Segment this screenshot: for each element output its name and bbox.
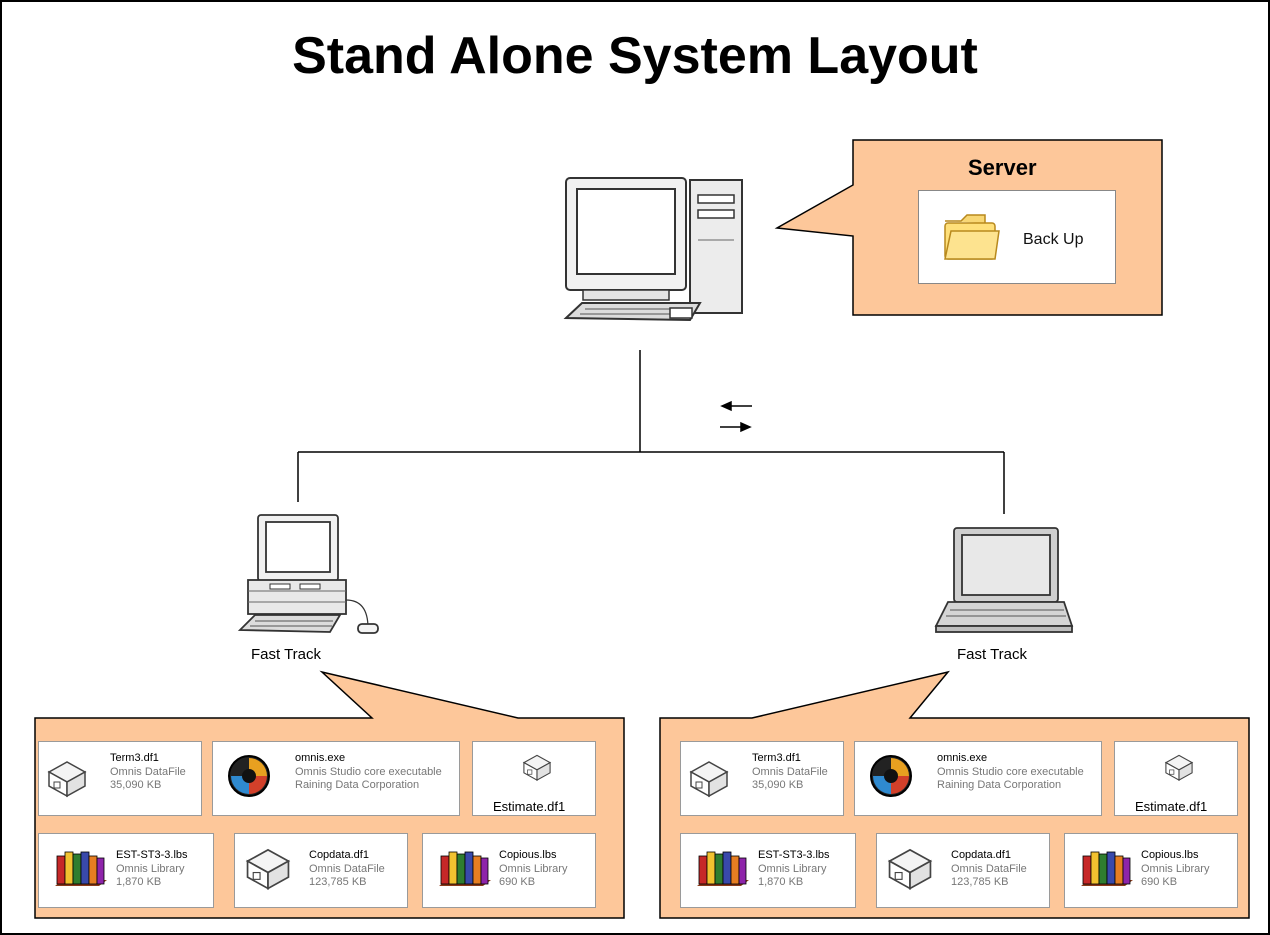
- backup-folder-label: Back Up: [1023, 231, 1084, 248]
- file-name: omnis.exe: [295, 752, 346, 764]
- datafile-icon: [243, 844, 293, 892]
- file-type: Omnis Library: [758, 863, 827, 875]
- file-item[interactable]: Term3.df1 Omnis DataFile 35,090 KB: [680, 741, 844, 816]
- server-title: Server: [968, 155, 1037, 180]
- file-info: 123,785 KB: [309, 876, 367, 888]
- file-name: EST-ST3-3.lbs: [116, 849, 188, 861]
- file-type: Omnis Library: [499, 863, 568, 875]
- file-item[interactable]: Estimate.df1: [472, 741, 596, 816]
- file-item[interactable]: Copdata.df1 Omnis DataFile 123,785 KB: [876, 833, 1050, 908]
- file-name: Copious.lbs: [499, 849, 557, 861]
- file-info: Raining Data Corporation: [937, 779, 1062, 791]
- file-name: Copious.lbs: [1141, 849, 1199, 861]
- file-item[interactable]: EST-ST3-3.lbs Omnis Library 1,870 KB: [38, 833, 214, 908]
- file-type: Omnis Studio core executable: [295, 766, 442, 778]
- file-type: Omnis DataFile: [752, 766, 828, 778]
- data-sync-arrows-icon: [720, 400, 752, 433]
- backup-folder-item[interactable]: Back Up: [918, 190, 1116, 284]
- file-type: Omnis DataFile: [110, 766, 186, 778]
- library-books-icon: [1079, 846, 1135, 892]
- client-label-desktop: Fast Track: [251, 646, 322, 663]
- file-item[interactable]: Estimate.df1: [1114, 741, 1238, 816]
- omnis-app-icon: [227, 754, 271, 798]
- file-info: 1,870 KB: [116, 876, 162, 888]
- desktop-computer-icon: [237, 514, 379, 634]
- folder-icon: [944, 214, 1000, 260]
- datafile-icon: [885, 844, 935, 892]
- file-info: 690 KB: [499, 876, 536, 888]
- file-name: Copdata.df1: [309, 849, 369, 861]
- file-item[interactable]: Copdata.df1 Omnis DataFile 123,785 KB: [234, 833, 408, 908]
- file-name: Estimate.df1: [493, 799, 566, 814]
- file-info: 35,090 KB: [752, 779, 804, 791]
- page-title: Stand Alone System Layout: [292, 27, 978, 85]
- file-item[interactable]: Copious.lbs Omnis Library 690 KB: [422, 833, 596, 908]
- file-item[interactable]: omnis.exe Omnis Studio core executable R…: [854, 741, 1102, 816]
- omnis-app-icon: [869, 754, 913, 798]
- file-item[interactable]: Copious.lbs Omnis Library 690 KB: [1064, 833, 1238, 908]
- file-type: Omnis Studio core executable: [937, 766, 1084, 778]
- file-info: Raining Data Corporation: [295, 779, 420, 791]
- file-info: 35,090 KB: [110, 779, 162, 791]
- file-info: 1,870 KB: [758, 876, 804, 888]
- file-item[interactable]: omnis.exe Omnis Studio core executable R…: [212, 741, 460, 816]
- file-info: 123,785 KB: [951, 876, 1009, 888]
- client-label-laptop: Fast Track: [957, 646, 1028, 663]
- datafile-icon: [687, 758, 731, 798]
- server-computer-icon: [563, 177, 743, 322]
- library-books-icon: [437, 846, 493, 892]
- file-item[interactable]: Term3.df1 Omnis DataFile 35,090 KB: [38, 741, 202, 816]
- file-name: omnis.exe: [937, 752, 988, 764]
- file-type: Omnis Library: [1141, 863, 1210, 875]
- library-books-icon: [695, 846, 751, 892]
- file-type: Omnis Library: [116, 863, 185, 875]
- file-info: 690 KB: [1141, 876, 1178, 888]
- file-name: Term3.df1: [110, 752, 159, 764]
- laptop-computer-icon: [934, 527, 1074, 633]
- datafile-icon: [45, 758, 89, 798]
- network-connection-lines: [297, 350, 1005, 514]
- library-books-icon: [53, 846, 109, 892]
- file-type: Omnis DataFile: [951, 863, 1027, 875]
- file-type: Omnis DataFile: [309, 863, 385, 875]
- file-item[interactable]: EST-ST3-3.lbs Omnis Library 1,870 KB: [680, 833, 856, 908]
- datafile-icon: [1163, 752, 1195, 782]
- datafile-icon: [521, 752, 553, 782]
- file-name: Estimate.df1: [1135, 799, 1208, 814]
- file-name: EST-ST3-3.lbs: [758, 849, 830, 861]
- file-name: Term3.df1: [752, 752, 801, 764]
- file-name: Copdata.df1: [951, 849, 1011, 861]
